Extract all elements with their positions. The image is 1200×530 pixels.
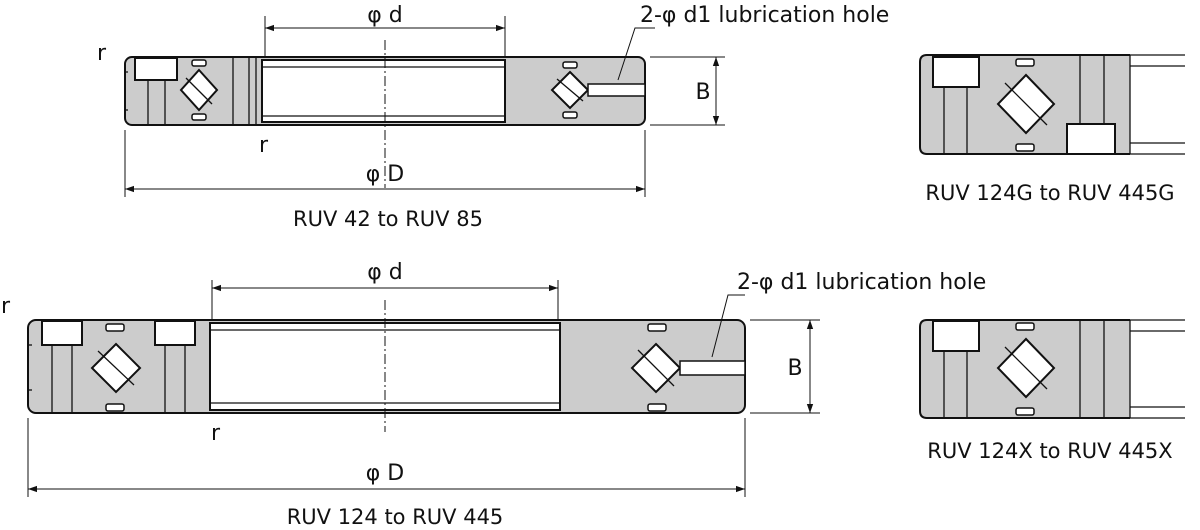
bolt-head-recess [41,320,83,346]
label-r: r [97,41,107,66]
label-phi-D: φ D [366,162,404,187]
caption-ruv-42-85: RUV 42 to RUV 85 [293,207,483,231]
dimension-inner-diameter-top: φ d [264,3,506,56]
bolt-head-recess [154,320,196,346]
lubrication-hole [679,360,746,376]
label-phi-d: φ d [367,3,402,28]
label-lubrication-hole: 2-φ d1 lubrication hole [640,3,889,28]
lubrication-hole [587,83,646,97]
label-b: B [695,80,710,105]
drawing-ruv-124g-445g: RUV 124G to RUV 445G [919,54,1185,205]
leader-lubrication-hole [617,27,655,81]
caption-ruv-124g-445g: RUV 124G to RUV 445G [925,181,1174,205]
label-phi-d: φ d [367,260,402,285]
bearing-cross-section-bottom [27,319,746,414]
leader-lubrication-hole [711,294,745,358]
drawing-ruv-42-85: φ d [97,3,889,231]
dimension-outer-diameter-top: φ D [124,130,646,197]
label-phi-D: φ D [366,461,404,486]
drawing-ruv-124-445: φ d [1,260,986,529]
label-r: r [211,421,221,446]
dimension-outer-diameter-bottom: φ D [27,418,746,497]
bolt-head-recess [932,56,980,88]
bolt-head-recess [1066,123,1116,155]
caption-ruv-124x-445x: RUV 124X to RUV 445X [927,439,1172,463]
label-r: r [259,133,269,158]
bore-gap [261,59,506,123]
drawing-ruv-124x-445x: RUV 124X to RUV 445X [919,319,1185,463]
bolt-head-recess [932,320,980,352]
dimension-inner-diameter-bottom: φ d [211,260,559,320]
caption-ruv-124-445: RUV 124 to RUV 445 [287,505,504,529]
label-lubrication-hole: 2-φ d1 lubrication hole [737,270,986,295]
dimension-width-top: B [650,56,725,126]
label-b: B [787,356,802,381]
label-r: r [1,294,11,319]
dimension-width-bottom: B [750,319,820,414]
bolt-head-recess [134,57,178,81]
